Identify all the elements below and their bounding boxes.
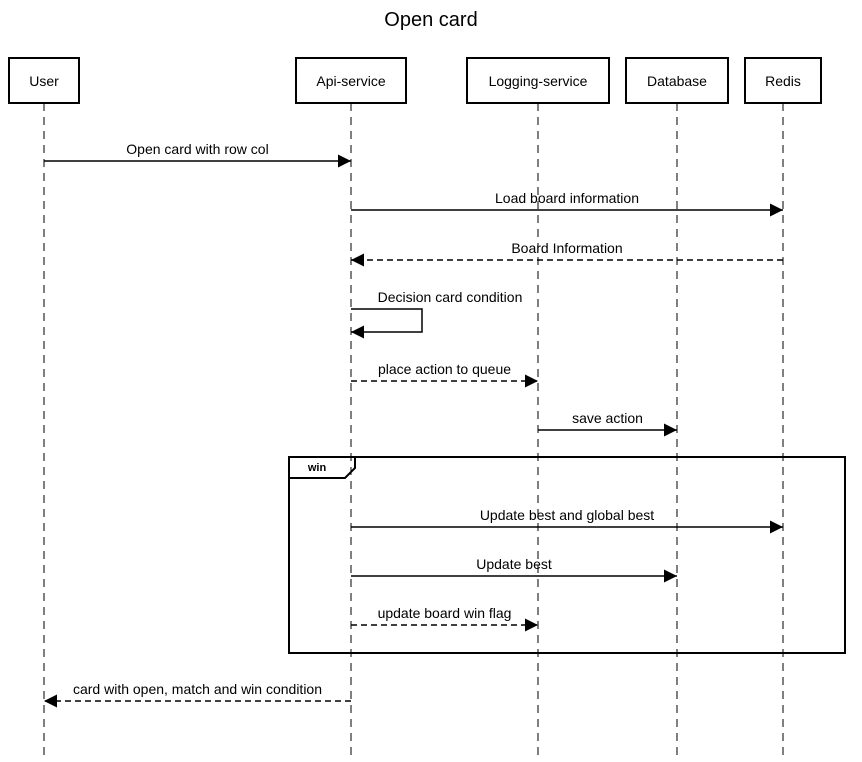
message-label: Open card with row col [126,141,268,157]
participant-redis: Redis [744,57,822,104]
participant-user: User [8,57,80,104]
participant-box [295,57,407,104]
frame-tab [289,457,356,479]
message-label: Decision card condition [378,289,523,305]
message-label: Load board information [495,190,639,206]
participant-label: User [29,73,59,89]
frame-border [288,456,846,654]
message-label: Update best and global best [480,507,654,523]
participant-label: Logging-service [489,73,588,89]
message-5: place action to queue [351,361,538,388]
participant-label: Redis [765,73,801,89]
message-label: card with open, match and win condition [73,681,322,697]
message-label: Board Information [511,240,622,256]
message-label: place action to queue [378,361,511,377]
participant-database: Database [625,57,729,104]
participants: User Api-service Logging-service Database Re… [8,57,822,104]
message-label: save action [572,410,643,426]
message-7: Update best and global best [351,507,783,534]
self-message-arrow [351,308,423,339]
participant-box [466,57,610,104]
frames: win [288,456,846,654]
message-8: Update best [351,556,677,583]
participant-label: Database [647,73,707,89]
message-10: card with open, match and win condition [44,681,351,708]
message-label: update board win flag [378,605,512,621]
participant-box [8,57,80,104]
participant-box [625,57,729,104]
participant-logging: Logging-service [466,57,610,104]
participant-box [744,57,822,104]
diagram-title: Open card [384,9,477,31]
participant-api: Api-service [295,57,407,104]
frame-win: win [288,456,846,654]
message-label: Update best [476,556,552,572]
participant-label: Api-service [316,73,385,89]
message-4: Decision card condition [351,289,523,339]
message-6: save action [538,410,677,437]
message-1: Open card with row col [44,141,351,168]
message-9: update board win flag [351,605,538,632]
frame-label: win [307,462,327,474]
message-2: Load board information [351,190,783,217]
message-3: Board Information [351,240,783,267]
